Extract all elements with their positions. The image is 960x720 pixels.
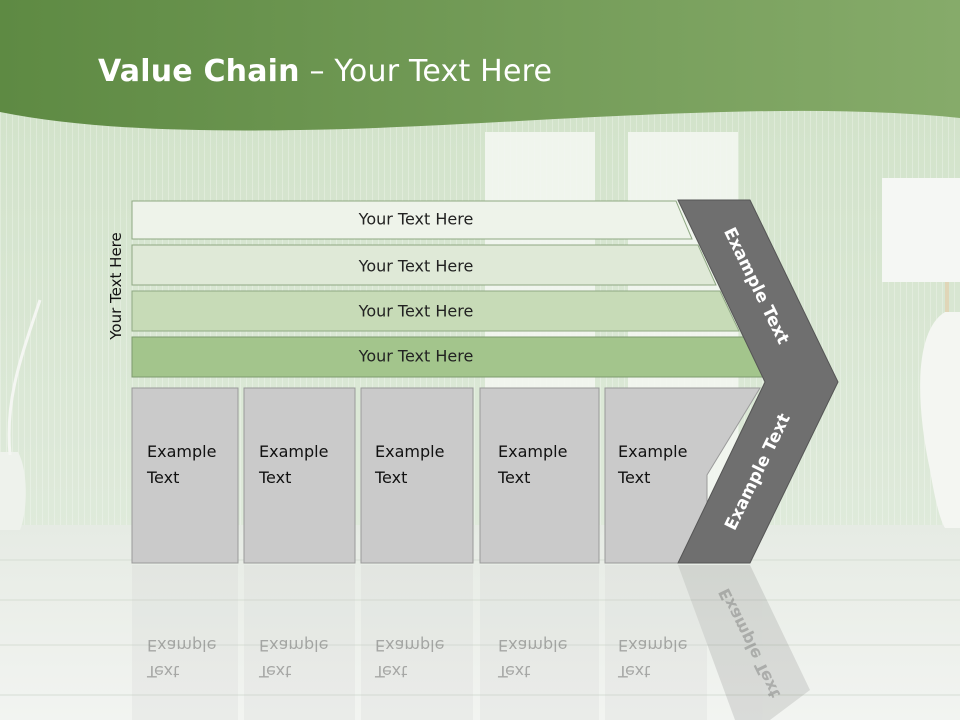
slide-title: Value Chain – Your Text Here	[98, 54, 552, 89]
bar-2	[131, 244, 717, 286]
title-bold: Value Chain	[98, 54, 300, 89]
activity-box-1-line-1: Example	[147, 442, 217, 461]
activity-box-4-reflection	[480, 565, 599, 720]
bar-3-label: Your Text Here	[358, 301, 474, 321]
activity-box-1-label: Example Text	[147, 439, 239, 491]
activity-box-3	[360, 387, 474, 564]
activity-box-2-reflection	[244, 565, 355, 720]
bar-3	[131, 290, 740, 332]
bar-1	[131, 200, 693, 240]
activity-box-2-label: Example Text	[259, 439, 351, 491]
activity-box-1-reflection	[132, 565, 238, 720]
activity-box-2-line-2: Text	[259, 468, 292, 487]
activity-box-5-label: Example Text	[618, 439, 710, 491]
margin-chevron-reflection	[678, 565, 810, 720]
activity-box-5-reflection	[605, 565, 707, 720]
margin-chevron	[677, 199, 839, 564]
activity-box-1	[131, 387, 239, 564]
bar-2-label: Your Text Here	[358, 256, 474, 276]
activity-box-5-line-1: Example	[618, 442, 688, 461]
activity-box-4-label: Example Text	[498, 439, 590, 491]
activity-box-4	[479, 387, 600, 564]
activity-box-4-line-2: Text	[498, 468, 531, 487]
activity-box-5-line-2: Text	[618, 468, 651, 487]
activity-box-2-line-1: Example	[259, 442, 329, 461]
activity-box-3-line-1: Example	[375, 442, 445, 461]
activity-box-2	[243, 387, 356, 564]
bar-4-label: Your Text Here	[358, 346, 474, 366]
activity-box-1-line-2: Text	[147, 468, 180, 487]
activity-box-4-line-1: Example	[498, 442, 568, 461]
activity-box-3-line-2: Text	[375, 468, 408, 487]
activity-box-3-reflection	[361, 565, 473, 720]
title-rest: – Your Text Here	[299, 54, 553, 89]
activity-box-3-label: Example Text	[375, 439, 467, 491]
bar-1-label: Your Text Here	[358, 209, 474, 229]
